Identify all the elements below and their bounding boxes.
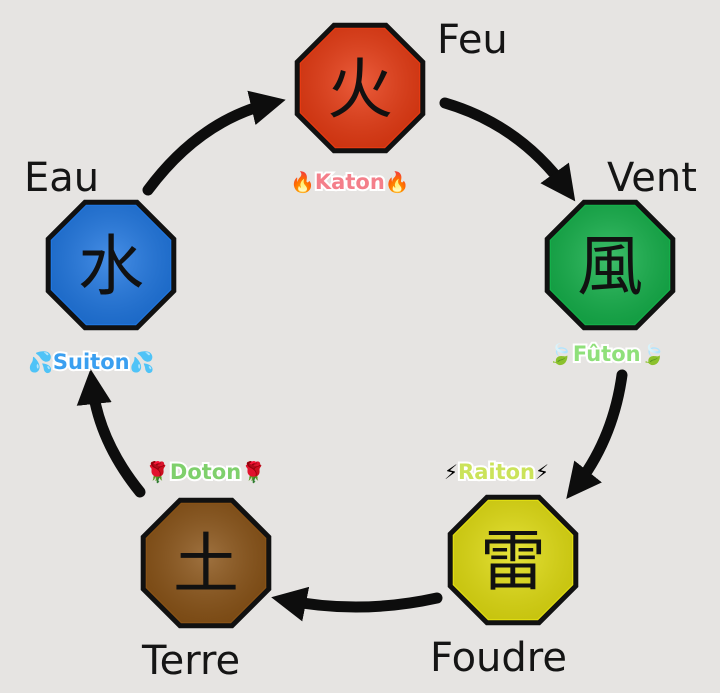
droplets-emoji-icon: 💦 [28,350,53,374]
fire-emoji-icon-right: 🔥 [384,170,410,194]
label-water-name: Eau [24,155,100,201]
element-octagons: 火風雷 土 水 [45,22,676,629]
arrow-wind-to-thunder [566,369,628,500]
kanji-thunder: 雷 [480,523,546,600]
label-earth-name: Terre [142,638,241,684]
jutsu-label-earth: 🌹Doton🌹 [145,460,267,485]
jutsu-text-wind: Fûton [571,342,643,367]
lightning-emoji-icon: ⚡ [444,460,459,484]
jutsu-text-fire: Katon [313,170,387,195]
arrow-earth-to-water [76,368,146,498]
jutsu-text-thunder: Raiton [456,460,537,485]
arrow-water-to-fire [142,90,286,196]
octagon-shading-fire [300,28,420,148]
octagon-thunder: 雷 [447,494,579,626]
octagon-shading-wind [550,205,670,325]
label-fire-name: Feu [437,17,508,63]
arrow-fire-to-wind [439,97,576,202]
octagon-shading-earth [146,503,266,623]
droplets-emoji-icon-right: 💦 [129,350,155,374]
jutsu-label-wind: 🍃Fûton🍃 [548,342,666,367]
arrow-thunder-to-earth [271,586,443,622]
kanji-earth: 土 [173,526,239,603]
fire-emoji-icon: 🔥 [290,170,315,194]
octagon-water: 水 [45,199,177,331]
jutsu-label-fire: 🔥Katon🔥 [290,170,410,195]
octagon-shading-water [51,205,171,325]
cycle-arrows [76,90,628,622]
lightning-emoji-icon-right: ⚡ [535,460,550,484]
octagon-fire: 火 [294,22,426,154]
leaf-emoji-icon-right: 🍃 [640,342,666,366]
kanji-water: 水 [78,228,144,305]
octagon-earth: 土 [140,497,272,629]
jutsu-label-thunder: ⚡Raiton⚡ [444,460,550,485]
kanji-wind: 風 [577,228,643,305]
octagon-shading-thunder [453,500,573,620]
label-thunder-name: Foudre [430,635,567,681]
leaf-emoji-icon: 🍃 [548,342,573,366]
octagon-wind: 風 [544,199,676,331]
kanji-fire: 火 [327,51,393,128]
jutsu-text-earth: Doton [168,460,243,485]
label-wind-name: Vent [607,155,697,201]
jutsu-label-water: 💦Suiton💦 [28,350,155,375]
rose-emoji-icon-right: 🌹 [241,460,267,484]
rose-emoji-icon: 🌹 [145,460,170,484]
jutsu-text-water: Suiton [51,350,132,375]
